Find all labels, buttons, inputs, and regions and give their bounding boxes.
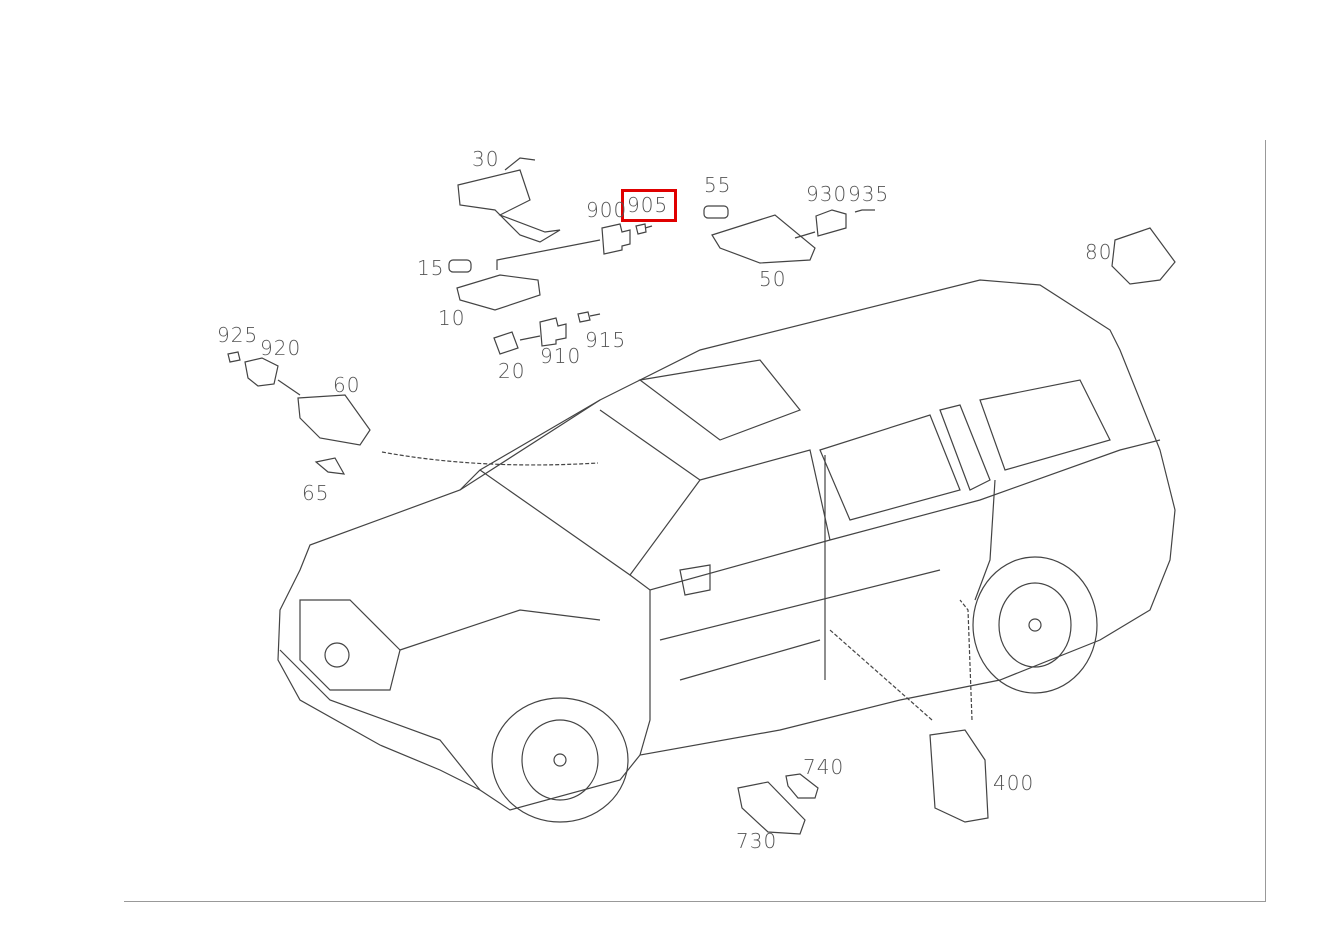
part-label-10[interactable]: 10 xyxy=(438,306,466,330)
part-920 xyxy=(244,357,301,396)
arrows xyxy=(381,451,973,721)
part-740 xyxy=(785,773,819,799)
part-925 xyxy=(227,351,241,363)
part-label-60[interactable]: 60 xyxy=(333,373,361,397)
part-label-400[interactable]: 400 xyxy=(993,771,1035,795)
part-label-915[interactable]: 915 xyxy=(585,328,627,352)
part-905 xyxy=(635,223,653,235)
car-outline xyxy=(277,279,1176,811)
part-30 xyxy=(457,157,561,243)
part-730 xyxy=(737,781,806,835)
part-label-50[interactable]: 50 xyxy=(759,267,787,291)
part-label-80[interactable]: 80 xyxy=(1085,240,1113,264)
part-label-730[interactable]: 730 xyxy=(736,829,778,853)
part-930 xyxy=(815,209,847,237)
part-80 xyxy=(1111,227,1176,285)
part-10 xyxy=(456,274,541,311)
part-60 xyxy=(297,394,371,446)
part-910 xyxy=(519,317,567,347)
part-label-905[interactable]: 905 xyxy=(627,193,669,217)
part-label-740[interactable]: 740 xyxy=(803,755,845,779)
part-55 xyxy=(703,205,729,219)
part-label-930[interactable]: 930 xyxy=(806,182,848,206)
rear-wheel xyxy=(972,556,1098,694)
highlight-box xyxy=(621,189,677,222)
part-15 xyxy=(448,259,472,273)
part-label-30[interactable]: 30 xyxy=(472,147,500,171)
part-400 xyxy=(929,729,989,823)
part-20 xyxy=(493,331,519,355)
front-wheel xyxy=(491,697,629,823)
part-label-55[interactable]: 55 xyxy=(704,173,732,197)
part-900 xyxy=(496,223,631,270)
part-label-920[interactable]: 920 xyxy=(260,336,302,360)
part-label-910[interactable]: 910 xyxy=(540,344,582,368)
part-label-925[interactable]: 925 xyxy=(217,323,259,347)
part-label-65[interactable]: 65 xyxy=(302,481,330,505)
part-50 xyxy=(711,214,816,264)
part-935 xyxy=(854,209,875,213)
frame-bottom-border xyxy=(124,901,1266,902)
part-label-935[interactable]: 935 xyxy=(848,182,890,206)
part-label-900[interactable]: 900 xyxy=(586,198,628,222)
part-915 xyxy=(577,311,601,323)
part-65 xyxy=(314,457,346,475)
part-label-20[interactable]: 20 xyxy=(498,359,526,383)
frame-right-border xyxy=(1265,140,1266,902)
part-label-15[interactable]: 15 xyxy=(417,256,445,280)
